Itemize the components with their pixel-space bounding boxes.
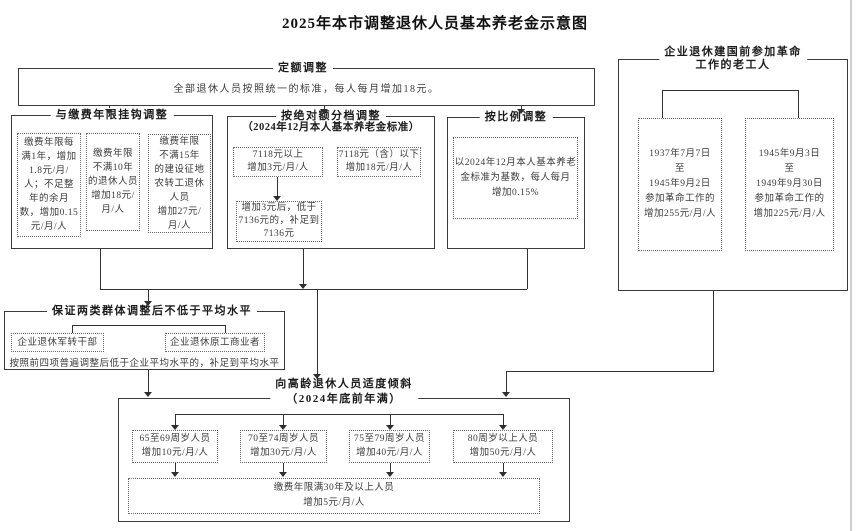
absolute-tiers-label: 按绝对额分档调整 — [276, 109, 386, 123]
connector-line — [175, 414, 176, 425]
flow-arrow — [171, 472, 179, 477]
age-box-2: 70至74周岁人员 增加30元/月/人 — [240, 430, 327, 463]
age-box-1: 65至69周岁人员 增加10元/月/人 — [132, 430, 218, 463]
elderly-tilt-label: 向高龄退休人员适度倾斜 （2024年底前年满） — [270, 377, 418, 407]
connector-line — [713, 291, 714, 371]
years-box-2: 缴费年限 不满10年 的退休人员 增加18元/ 月/人 — [86, 133, 140, 231]
tier-below-box: 7118元（含）以下 增加18元/月/人 — [337, 147, 421, 177]
connector-line — [324, 106, 325, 109]
connector-line — [506, 371, 714, 372]
veteran-box-2: 1945年9月3日 至 1949年9月30日 参加革命工作的 增加225元/月/… — [745, 118, 834, 251]
flow-arrow — [502, 392, 510, 397]
flow-arrow — [386, 472, 394, 477]
flow-arrow — [105, 109, 113, 114]
guarantee-group-1: 企业退休军转干部 — [11, 333, 104, 352]
connector-line — [527, 249, 528, 289]
flow-arrow — [499, 425, 507, 430]
connector-line — [283, 414, 284, 425]
elderly-years-box: 缴费年限满30年及以上人员 增加5元/月/人 — [128, 478, 540, 514]
flat-adjustment-label: 定额调整 — [273, 61, 333, 75]
connector-line — [277, 177, 278, 196]
flow-arrow — [320, 109, 328, 114]
connector-line — [148, 370, 149, 392]
tier-above-box: 7118元以上 增加3元/月/人 — [233, 147, 323, 177]
flow-arrow — [499, 472, 507, 477]
connector-line — [503, 414, 504, 425]
flow-arrow — [299, 284, 307, 289]
connector-line — [72, 325, 226, 326]
flow-arrow — [273, 196, 281, 201]
connector-line — [390, 463, 391, 472]
years-linked-label: 与缴费年限挂钩调整 — [50, 108, 174, 122]
connector-line — [72, 325, 73, 333]
connector-line — [100, 249, 101, 289]
connector-line — [109, 106, 110, 109]
connector-line — [317, 289, 318, 374]
flow-arrow — [313, 374, 321, 379]
guarantee-note: 按照前四项普遍调整后低于企业平均水平的，补足到平均水平 — [9, 358, 280, 369]
guarantee-group-2: 企业退休原工商业者 — [165, 333, 265, 352]
connector-line — [100, 289, 527, 290]
veteran-workers-label: 企业退休建国前参加革命 工作的老工人 — [659, 46, 807, 72]
flow-arrow — [279, 425, 287, 430]
connector-line — [521, 106, 522, 109]
flow-arrow — [279, 472, 287, 477]
tier-topup-box: 增加3元后，低于 7136元的，补足到 7136元 — [236, 201, 322, 242]
years-box-1: 缴费年限每 满1年，增加 1.8元/月/ 人；不足整 年的余月 数，增加0.15… — [17, 133, 81, 237]
flow-arrow — [171, 425, 179, 430]
connector-line — [662, 90, 663, 118]
flow-arrow — [144, 392, 152, 397]
flow-arrow — [144, 301, 152, 306]
absolute-tiers-sublabel: （2024年12月本人基本养老金标准） — [237, 121, 425, 135]
age-box-3: 75至79周岁人员 增加40元/月/人 — [349, 430, 430, 463]
connector-line — [303, 249, 304, 284]
connector-line — [506, 371, 507, 392]
flat-adjustment-text: 全部退休人员按照统一的标准，每人每月增加18元。 — [173, 83, 440, 95]
connector-line — [175, 463, 176, 472]
connector-line — [225, 325, 226, 333]
flow-arrow — [386, 425, 394, 430]
age-box-4: 80周岁以上人员 增加50元/月/人 — [453, 430, 553, 463]
page-title: 2025年本市调整退休人员基本养老金示意图 — [281, 16, 589, 32]
connector-line — [148, 289, 149, 301]
connector-line — [283, 463, 284, 472]
connector-line — [390, 414, 391, 425]
proportional-label: 按比例调整 — [479, 110, 553, 124]
connector-line — [503, 463, 504, 472]
connector-line — [798, 90, 799, 118]
connector-line — [175, 414, 503, 415]
veteran-box-1: 1937年7月7日 至 1945年9月2日 参加革命工作的 增加255元/月/人 — [638, 118, 722, 251]
connector-line — [662, 90, 799, 91]
flow-arrow — [517, 109, 525, 114]
right-edge-line — [850, 0, 852, 531]
proportional-box: 以2024年12月本人基本养老 金标准为基数，每人每月 增加0.15% — [453, 137, 578, 219]
guarantee-label: 保证两类群体调整后不低于平均水平 — [47, 304, 257, 318]
years-box-3: 缴费年限 不满15年 的建设征地 农转工退休 人员 增加27元/ 月/人 — [148, 134, 211, 233]
